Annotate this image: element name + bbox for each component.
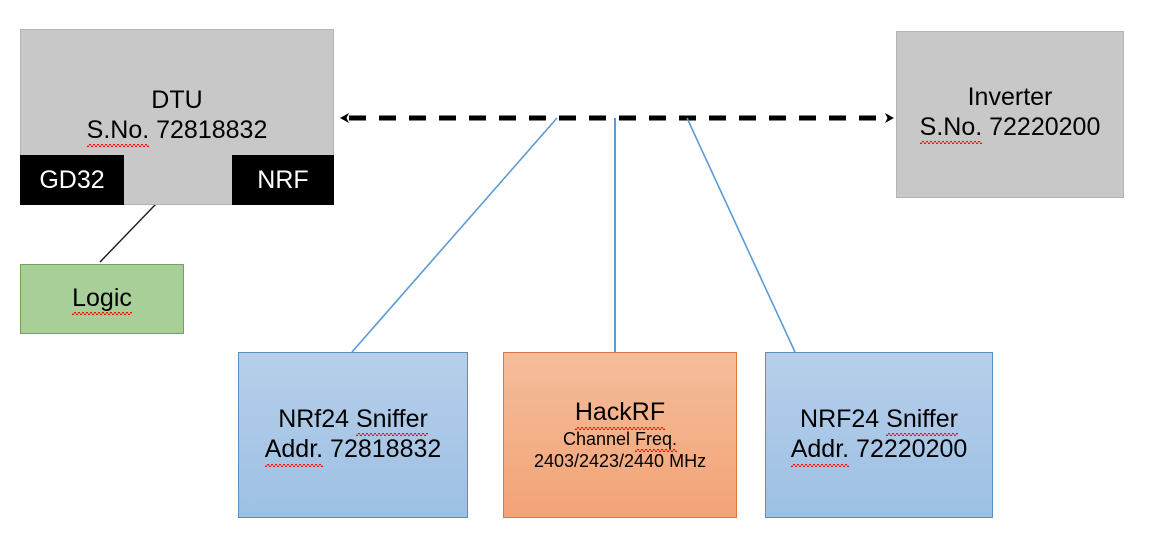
node-inverter[interactable]: Inverter S.No. 72220200: [896, 31, 1124, 198]
hackrf-label: HackRF: [574, 398, 666, 430]
dtu-serial: S.No. 72818832: [86, 115, 268, 147]
sniffer-left-addr-label: Addr.: [264, 435, 324, 466]
sniffer-right-addr: Addr. 72220200: [790, 435, 968, 466]
inverter-serial-value: 72220200: [989, 112, 1101, 141]
dtu-serial-value: 72818832: [156, 115, 268, 144]
sniffer-left-tap: [351, 117, 558, 353]
sniffer-left-label: NRf24 Sniffer: [278, 405, 428, 436]
node-nrf[interactable]: NRF: [232, 155, 334, 205]
node-logic[interactable]: Logic: [20, 264, 184, 334]
sniffer-right-tap: [686, 117, 796, 353]
sniffer-right-label-text: Sniffer: [886, 405, 958, 436]
node-sniffer-left[interactable]: NRf24 Sniffer Addr. 72818832: [238, 352, 468, 518]
sniffer-right-label: NRF24 Sniffer: [800, 405, 958, 436]
hackrf-label-text: HackRF: [574, 398, 666, 430]
sniffer-right-addr-label: Addr.: [790, 435, 850, 466]
node-sniffer-right[interactable]: NRF24 Sniffer Addr. 72220200: [765, 352, 993, 518]
gd32-label: GD32: [39, 165, 105, 194]
hackrf-channel-word: Freq.: [635, 429, 678, 452]
sniffer-left-addr-value: 72818832: [330, 435, 442, 463]
dtu-label: DTU: [151, 86, 203, 114]
sniffer-right-addr-value: 72220200: [856, 435, 968, 463]
hackrf-channel-value: 2403/2423/2440 MHz: [533, 450, 707, 471]
sniffer-left-label-text: Sniffer: [356, 405, 428, 436]
sniffer-left-addr: Addr. 72818832: [264, 435, 442, 466]
node-hackrf[interactable]: HackRF Channel Freq. 2403/2423/2440 MHz: [503, 352, 737, 518]
inverter-serial: S.No. 72220200: [919, 112, 1101, 144]
inverter-label: Inverter: [967, 83, 1053, 111]
node-gd32[interactable]: GD32: [20, 155, 124, 205]
hackrf-channel-label: Channel Freq.: [563, 429, 678, 452]
inverter-serial-label: S.No.: [919, 113, 982, 144]
nrf-label: NRF: [257, 165, 309, 194]
dtu-serial-label: S.No.: [86, 116, 149, 147]
logic-label: Logic: [72, 284, 132, 315]
